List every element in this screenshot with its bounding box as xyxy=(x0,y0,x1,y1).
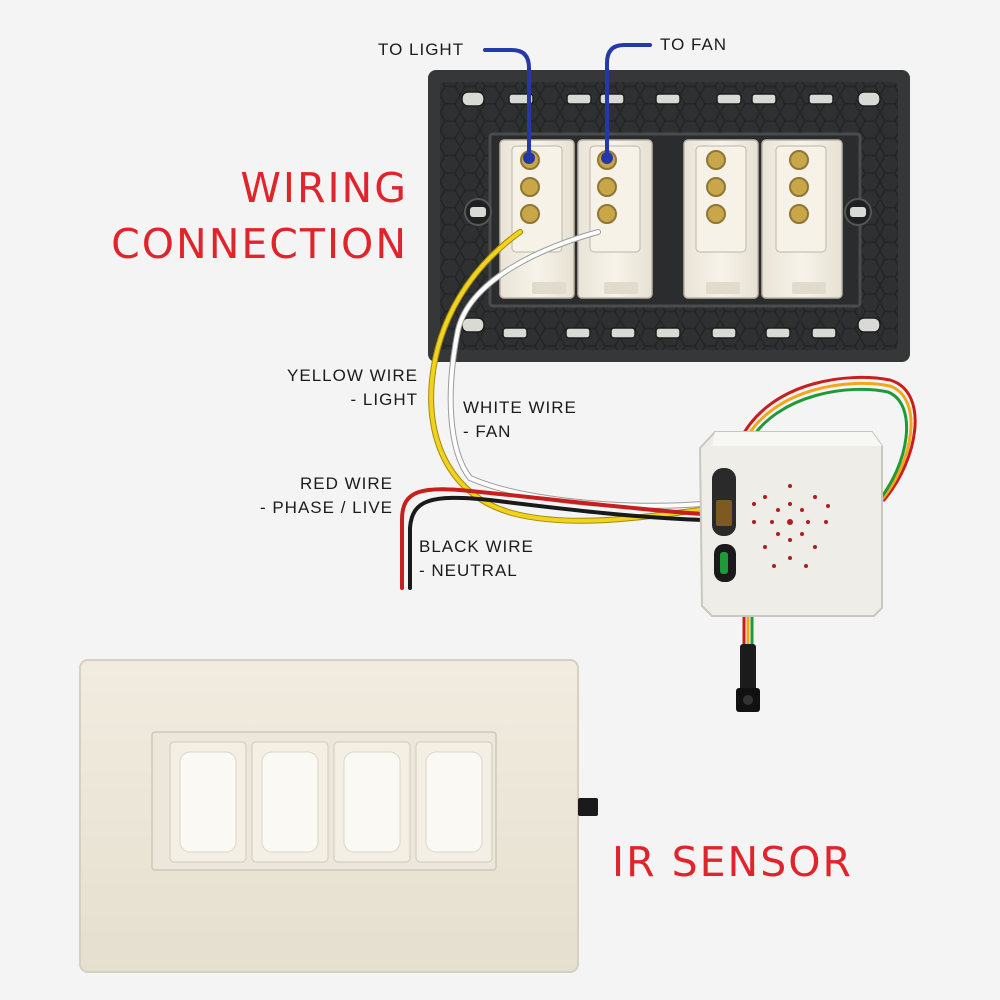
black-wire-role: - NEUTRAL xyxy=(419,561,518,580)
switch-module-3 xyxy=(683,139,759,299)
ir-sensor-eye xyxy=(578,798,598,816)
white-wire-role: - FAN xyxy=(463,422,512,441)
switch-module-1 xyxy=(499,139,575,299)
rocker-4[interactable] xyxy=(415,741,493,863)
red-wire-label: RED WIRE - PHASE / LIVE xyxy=(260,472,393,520)
title-line-2: CONNECTION xyxy=(111,220,408,268)
ir-sensor-label: IR SENSOR xyxy=(612,838,853,886)
yellow-wire-role: - LIGHT xyxy=(350,390,418,409)
sensor-module xyxy=(698,431,883,617)
red-wire-name: RED WIRE xyxy=(300,474,393,493)
title-line-1: WIRING xyxy=(240,164,408,212)
fan-pointer-line xyxy=(605,43,652,158)
yellow-wire-label: YELLOW WIRE - LIGHT xyxy=(287,364,418,412)
light-pointer-line xyxy=(483,48,531,158)
rocker-3[interactable] xyxy=(333,741,411,863)
page-title: WIRING CONNECTION xyxy=(111,160,408,272)
black-wire xyxy=(408,495,705,590)
rocker-1[interactable] xyxy=(169,741,247,863)
red-wire xyxy=(400,487,705,590)
switch-plate xyxy=(79,659,598,973)
switch-modules xyxy=(499,139,843,299)
red-wire-role: - PHASE / LIVE xyxy=(259,498,393,517)
black-wire-label: BLACK WIRE - NEUTRAL xyxy=(419,535,534,583)
white-wire-name: WHITE WIRE xyxy=(463,398,577,417)
to-fan-label: TO FAN xyxy=(660,35,728,54)
to-light-label: TO LIGHT xyxy=(378,40,465,59)
light-pointer-dot xyxy=(523,152,535,164)
sensor-loop-wires xyxy=(738,375,917,502)
ir-probe xyxy=(736,644,760,712)
fan-pointer-dot xyxy=(601,152,613,164)
switch-module-2 xyxy=(577,139,653,299)
switch-module-4 xyxy=(761,139,843,299)
yellow-wire-name: YELLOW WIRE xyxy=(287,366,418,385)
black-wire-name: BLACK WIRE xyxy=(419,537,534,556)
wires xyxy=(400,229,917,672)
rocker-2[interactable] xyxy=(251,741,329,863)
white-wire-label: WHITE WIRE - FAN xyxy=(463,396,577,444)
